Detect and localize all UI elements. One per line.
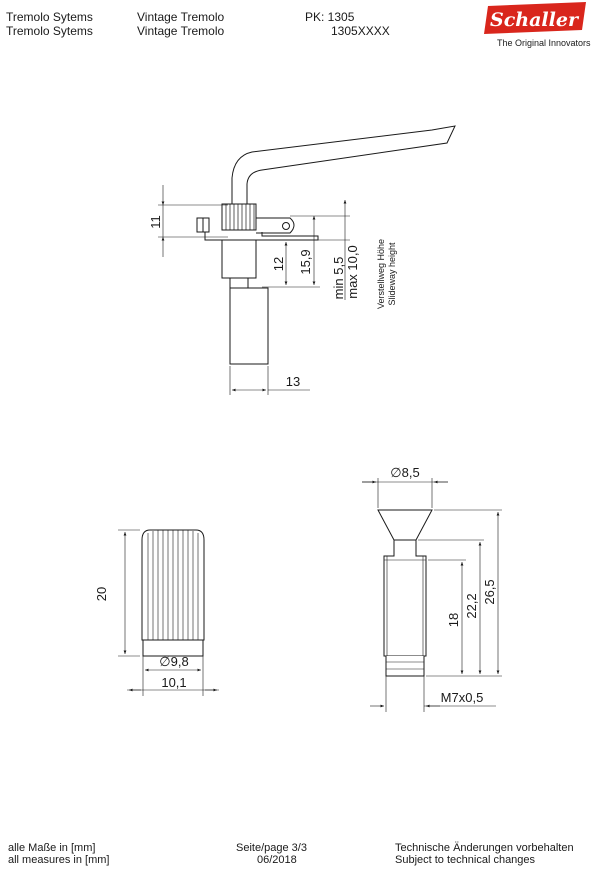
- logo-text: Schaller: [490, 9, 580, 31]
- header-pk: PK: 1305: [305, 10, 355, 24]
- header-product-de: Vintage Tremolo: [137, 10, 225, 24]
- logo-banner: [484, 2, 586, 34]
- footer-units-de: alle Maße in [mm]: [8, 842, 96, 854]
- tremolo-arm: [231, 125, 456, 205]
- dim-thread-m7: M7x0,5: [441, 690, 484, 705]
- brand-tagline: The Original Innovators: [497, 38, 591, 48]
- footer-page: Seite/page 3/3: [236, 842, 307, 854]
- base-plate: [204, 232, 319, 241]
- knurled-knob: [141, 529, 205, 657]
- note-slideway-en: Slideway height: [387, 242, 397, 306]
- dim-26-5: 26,5: [482, 579, 497, 604]
- footer-date: 06/2018: [257, 854, 297, 866]
- footer-notice-en: Subject to technical changes: [395, 854, 536, 866]
- header-article-number: 1305XXXX: [331, 24, 390, 38]
- brand-logo: Schaller: [482, 0, 592, 52]
- dim-13: 13: [286, 374, 300, 389]
- header-product-en: Vintage Tremolo: [137, 24, 225, 38]
- header-series-en: Tremolo Sytems: [6, 24, 93, 38]
- footer-units-en: all measures in [mm]: [8, 854, 110, 866]
- tremolo-arm-assembly: [196, 125, 456, 365]
- dim-diameter-9-8: ∅9,8: [159, 654, 188, 669]
- footer-notice-de: Technische Änderungen vorbehalten: [395, 842, 574, 854]
- dim-15-9: 15,9: [298, 249, 313, 274]
- dim-max-10-0: max 10,0: [345, 245, 360, 298]
- dim-18: 18: [446, 613, 461, 627]
- dim-22-2: 22,2: [464, 593, 479, 618]
- dim-20: 20: [94, 587, 109, 601]
- bushing-sleeve: [229, 287, 269, 365]
- dim-10-1: 10,1: [161, 675, 186, 690]
- dim-12: 12: [271, 257, 286, 271]
- dim-min-5-5: min 5,5: [331, 257, 346, 300]
- header-series-de: Tremolo Sytems: [6, 10, 93, 24]
- threaded-bushing: [377, 509, 433, 677]
- dim-diameter-8-5: ∅8,5: [390, 465, 419, 480]
- knurled-nut: [221, 203, 257, 231]
- note-slideway-de: Verstellweg Höhe: [376, 239, 386, 309]
- dim-11: 11: [148, 215, 163, 229]
